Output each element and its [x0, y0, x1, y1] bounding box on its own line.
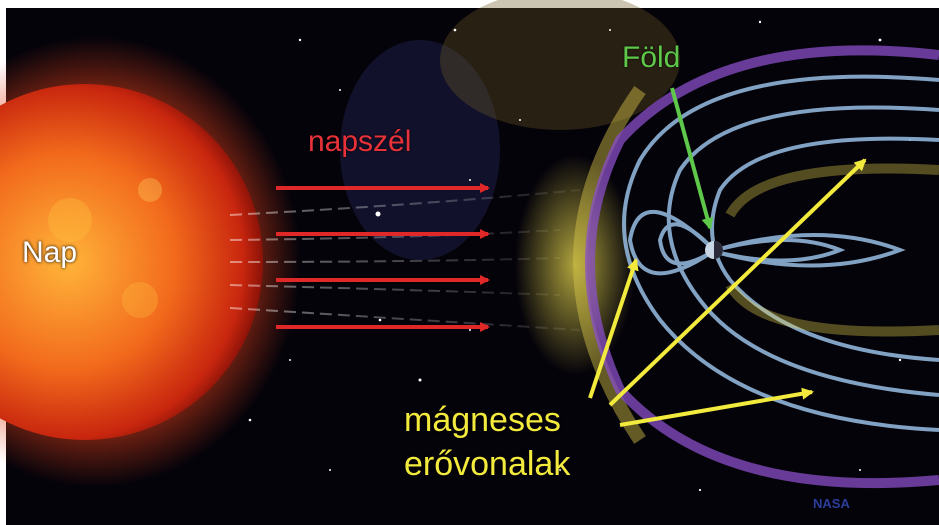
magnetopause — [585, 45, 939, 489]
field-line-arrow — [588, 258, 639, 399]
solar-wind-label: napszél — [308, 125, 412, 158]
earth-label: Föld — [622, 41, 681, 74]
field-lines-label-line2: erővonalak — [404, 445, 571, 483]
solar-wind-arrows — [276, 183, 490, 332]
magnetic-field-lines — [622, 74, 939, 432]
sun — [0, 37, 300, 487]
magnetosheath — [515, 155, 635, 375]
stars — [219, 20, 911, 492]
sun-label: Nap — [22, 236, 78, 269]
field-lines-label-line1: mágneses — [404, 401, 561, 439]
credit-label: NASA — [813, 496, 850, 511]
earth-pointer-arrow — [670, 87, 714, 230]
earth — [705, 241, 723, 259]
field-line-arrow — [608, 158, 867, 407]
field-line-arrow — [619, 387, 814, 427]
field-line-pointer-arrows — [588, 158, 867, 427]
